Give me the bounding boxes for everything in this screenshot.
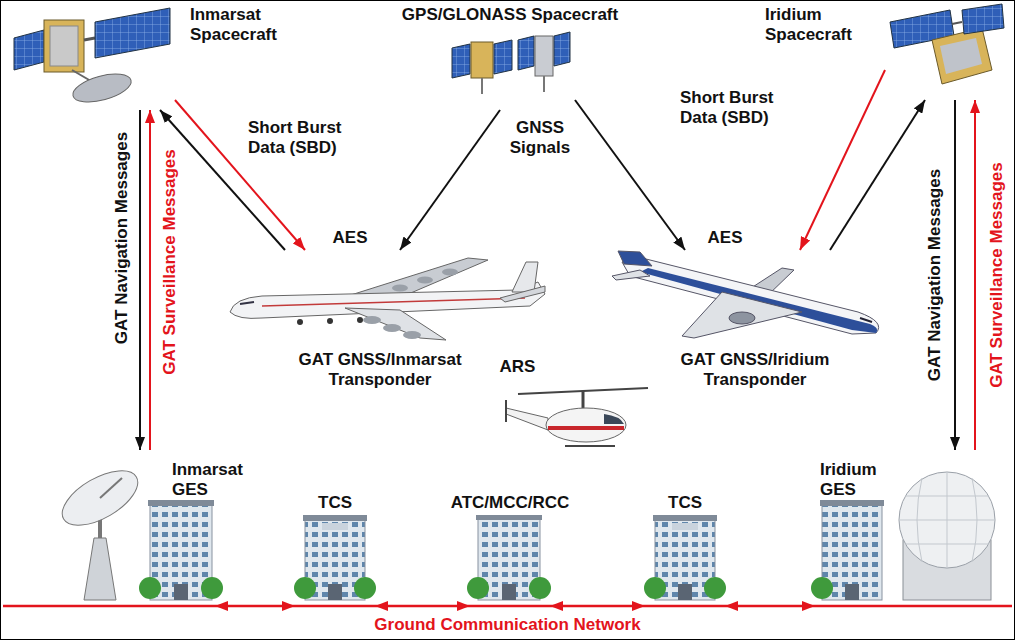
control-centre: ATC/MCC/RCC (470, 515, 550, 610)
gnss-satellites (452, 32, 570, 94)
edge-label: GAT Navigation Messages (925, 155, 945, 395)
radome (899, 472, 995, 600)
iridium-satellite (890, 4, 1004, 84)
inmarsat-spacecraft: Inmarsat Spacecraft (10, 5, 175, 110)
signal-arrow (954, 100, 956, 450)
node-label: Iridium Spacecraft (765, 5, 875, 45)
edge-label: GAT Navigation Messages (112, 118, 132, 358)
signal-arrow (400, 110, 500, 250)
node-label: AES (700, 228, 750, 248)
network-link (725, 605, 815, 607)
tcs-station: TCS (645, 515, 725, 610)
edge-label: Short Burst Data (SBD) (680, 88, 790, 128)
satellite-dish (54, 460, 147, 600)
node-caption: GAT GNSS/Iridium Transponder (655, 350, 855, 390)
tcs-building (644, 515, 726, 600)
node-label: GPS/GLONASS Spacecraft (400, 5, 620, 25)
node-label: Iridium GES (820, 460, 890, 500)
aes-aircraft: AESGAT GNSS/Inmarsat Transponder (225, 250, 545, 345)
node-label: Inmarsat GES (172, 460, 252, 500)
tcs-building (294, 515, 376, 600)
ges-building (811, 500, 884, 600)
control-centre-building (467, 515, 551, 600)
ges-building (139, 500, 223, 600)
ground-network-line (3, 605, 1012, 608)
inmarsat-ges: Inmarsat GES (55, 450, 215, 610)
inmarsat-satellite (14, 8, 170, 107)
node-label: TCS (645, 493, 725, 513)
ars-helicopter: ARS (500, 385, 650, 450)
tcs-station: TCS (295, 515, 375, 610)
node-label: TCS (295, 493, 375, 513)
network-link (375, 605, 470, 607)
rescue-helicopter (506, 388, 648, 446)
network-label: Ground Communication Network (0, 615, 1015, 635)
edge-label: Short Burst Data (SBD) (248, 118, 358, 158)
signal-arrow (139, 110, 141, 450)
node-label: AES (325, 228, 375, 248)
edge-label: GAT Surveillance Messages (160, 137, 180, 387)
network-link (550, 605, 645, 607)
signal-arrow (974, 100, 976, 450)
cargo-aircraft (230, 258, 545, 340)
iridium-ges: Iridium GES (815, 450, 1005, 610)
node-label: ATC/MCC/RCC (440, 493, 580, 513)
edge-label: GNSS Signals (505, 118, 575, 158)
signal-arrow (149, 110, 151, 450)
node-caption: GAT GNSS/Inmarsat Transponder (280, 350, 480, 390)
iridium-spacecraft: Iridium Spacecraft (885, 5, 1005, 100)
gnss-spacecraft: GPS/GLONASS Spacecraft (450, 28, 575, 110)
edge-label: GAT Surveillance Messages (987, 150, 1007, 400)
signal-arrow (800, 70, 885, 250)
network-link (215, 605, 295, 607)
signal-arrow (575, 100, 685, 250)
node-label: Inmarsat Spacecraft (190, 5, 290, 45)
node-label: ARS (495, 357, 540, 377)
signal-arrow (830, 100, 925, 250)
airliner (612, 251, 879, 338)
aes-aircraft: AESGAT GNSS/Iridium Transponder (615, 250, 890, 340)
